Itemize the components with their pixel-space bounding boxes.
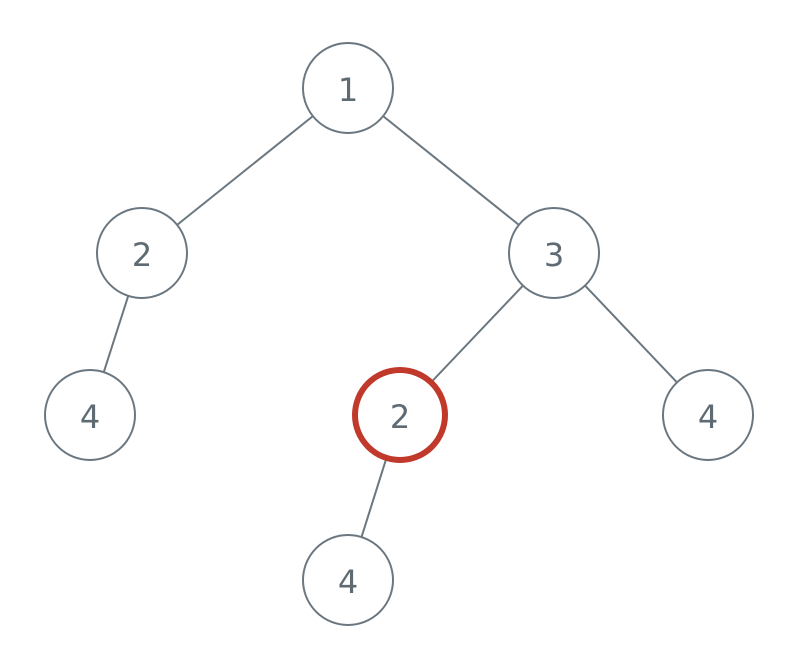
node-label: 2	[132, 236, 152, 274]
node-circle	[44, 369, 136, 461]
edges-layer	[102, 115, 678, 538]
node-label: 4	[80, 398, 100, 436]
tree-node-n1: 1	[302, 42, 394, 134]
node-circle	[352, 367, 448, 463]
tree-node-n3: 3	[508, 207, 600, 299]
node-circle	[96, 207, 188, 299]
node-label: 2	[390, 398, 410, 436]
tree-node-n7: 4	[302, 534, 394, 626]
edge-n3-n5	[430, 284, 524, 384]
nodes-layer: 1 2 3 4 2 4 4	[44, 42, 754, 626]
edge-n1-n2	[176, 115, 314, 226]
tree-node-n2: 2	[96, 207, 188, 299]
node-label: 3	[544, 236, 564, 274]
edge-n3-n6	[584, 284, 678, 384]
tree-node-n5-highlighted: 2	[352, 367, 448, 463]
edge-n2-n4	[102, 295, 130, 373]
node-label: 4	[698, 398, 718, 436]
node-label: 1	[338, 71, 358, 109]
node-circle	[302, 534, 394, 626]
tree-node-n6: 4	[662, 369, 754, 461]
node-circle	[508, 207, 600, 299]
node-label: 4	[338, 563, 358, 601]
edge-n5-n7	[360, 457, 388, 538]
tree-node-n4: 4	[44, 369, 136, 461]
edge-n1-n3	[382, 115, 520, 226]
node-circle	[302, 42, 394, 134]
node-circle	[662, 369, 754, 461]
